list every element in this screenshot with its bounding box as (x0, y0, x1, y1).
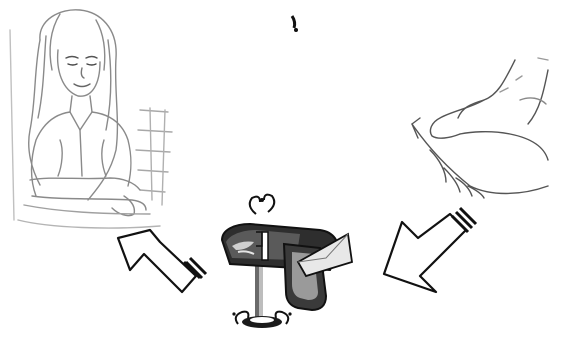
arrow-up-left-icon (118, 230, 206, 292)
mailbox-icon (222, 195, 352, 328)
top-mark (292, 16, 298, 32)
arrow-down-left-icon (384, 208, 476, 292)
girl-sketch-icon (10, 10, 172, 228)
hand-writing-icon (412, 58, 548, 198)
